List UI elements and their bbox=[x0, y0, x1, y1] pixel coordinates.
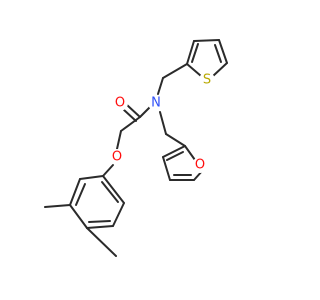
atom-labels: O N S O O bbox=[109, 72, 215, 173]
bond-ch2-furan-c2 bbox=[165, 133, 186, 147]
bond-thiophene-c2-ch2 bbox=[162, 63, 188, 79]
ether-oxygen-label: O bbox=[112, 150, 122, 165]
bond-carbonyl-c-o-double bbox=[123, 109, 137, 122]
bond-ch2-n-thienyl bbox=[157, 77, 164, 95]
carbonyl-oxygen-atom: O bbox=[112, 95, 128, 111]
bond-benzene-c2-c3-inner bbox=[75, 183, 86, 206]
bond-benzene-c2-c3 bbox=[69, 178, 81, 206]
furan-oxygen-label: O bbox=[195, 158, 205, 173]
bond-thiophene-c2-c3 bbox=[186, 40, 195, 65]
bond-n-ch2-furyl bbox=[159, 111, 167, 135]
bond-methyl-c4 bbox=[86, 227, 117, 257]
bond-benzene-c4-c5-inner bbox=[88, 220, 111, 223]
amide-nitrogen-atom: N bbox=[148, 95, 164, 111]
carbonyl-oxygen-label: O bbox=[115, 96, 125, 111]
bond-ch2-ether-o bbox=[116, 130, 122, 150]
bond-carbonyl-c-n bbox=[139, 106, 151, 118]
thiophene-sulfur-atom: S bbox=[199, 72, 215, 88]
bonds bbox=[44, 39, 228, 257]
molecule-structure-diagram: O N S O O bbox=[44, 39, 228, 257]
bond-thiophene-s-c2 bbox=[186, 63, 202, 77]
bond-benzene-c1-c2 bbox=[79, 175, 104, 180]
bond-thiophene-c4-c5-inner bbox=[214, 44, 222, 63]
bond-benzene-c6-c1-inner bbox=[101, 181, 119, 203]
bond-thiophene-c4-c5 bbox=[218, 39, 228, 64]
furan-oxygen-atom: O bbox=[192, 157, 208, 173]
bond-ether-o-aryl-c1 bbox=[102, 164, 114, 177]
bond-furan-c3-c2 bbox=[162, 145, 186, 158]
bond-furan-c4-c3 bbox=[162, 156, 171, 181]
bond-carbonyl-c-ch2 bbox=[120, 116, 141, 132]
thiophene-sulfur-label: S bbox=[203, 73, 211, 88]
bond-benzene-c6-c1 bbox=[102, 175, 125, 204]
bond-thiophene-c2-c3-inner bbox=[191, 43, 199, 63]
bond-thiophene-c5-s bbox=[212, 62, 228, 77]
ether-oxygen-atom: O bbox=[109, 149, 125, 165]
bond-furan-c2-o bbox=[184, 145, 196, 161]
bond-carbonyl-c-o bbox=[126, 104, 141, 118]
bond-furan-c3-c2-inner bbox=[166, 151, 184, 161]
bond-benzene-c3-c4 bbox=[69, 204, 88, 229]
amide-nitrogen-label: N bbox=[151, 96, 161, 111]
bond-benzene-c4-c5 bbox=[86, 225, 114, 229]
bond-benzene-c5-c6 bbox=[112, 202, 125, 227]
bond-methyl-c3 bbox=[44, 204, 71, 208]
bond-thiophene-c3-c4 bbox=[193, 39, 220, 42]
